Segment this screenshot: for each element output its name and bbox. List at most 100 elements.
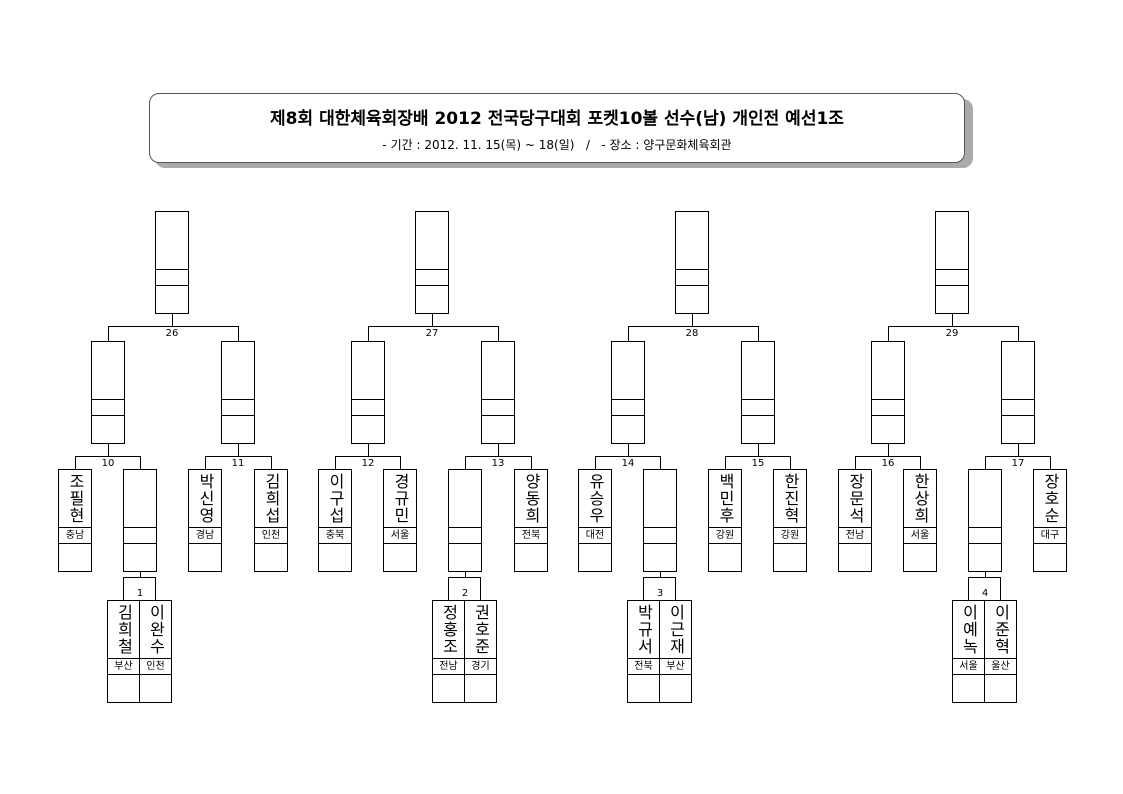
player-region: 강원 <box>780 530 800 541</box>
player-region: 전북 <box>634 661 653 672</box>
match-number: 29 <box>945 328 959 339</box>
player-name: 이완수 <box>146 604 166 655</box>
player-slot <box>627 600 660 703</box>
bracket-line <box>140 571 141 578</box>
bracket-line <box>838 543 872 544</box>
bracket-line <box>108 443 109 457</box>
bracket-line <box>514 527 548 528</box>
bracket-line <box>238 326 239 342</box>
player-region: 울산 <box>991 661 1010 672</box>
bracket-line <box>595 456 661 457</box>
bracket-line <box>480 577 481 601</box>
bracket-line <box>108 326 239 327</box>
match-number: 2 <box>461 588 469 599</box>
bracket-line <box>725 456 791 457</box>
match-number: 15 <box>751 458 765 469</box>
bracket-line <box>448 577 449 601</box>
player-region: 인천 <box>261 530 281 541</box>
player-region: 대전 <box>585 530 605 541</box>
bracket-line <box>920 456 921 470</box>
bracket-line <box>172 313 173 327</box>
bracket-line <box>643 577 644 601</box>
bracket-line <box>611 415 645 416</box>
bracket-line <box>611 399 645 400</box>
match-number: 11 <box>231 458 245 469</box>
bracket-line <box>205 456 206 470</box>
bracket-line <box>578 543 612 544</box>
bracket-line <box>871 399 905 400</box>
empty-slot <box>481 341 515 444</box>
player-slot <box>952 600 985 703</box>
player-name: 박규서 <box>634 604 654 655</box>
player-name: 권호준 <box>471 604 491 655</box>
empty-slot <box>351 341 385 444</box>
empty-slot <box>1001 341 1035 444</box>
player-slot <box>903 469 937 572</box>
empty-slot <box>415 211 449 314</box>
bracket-line <box>155 285 189 286</box>
bracket-line <box>383 527 417 528</box>
match-number: 4 <box>981 588 989 599</box>
match-number: 13 <box>491 458 505 469</box>
bracket-line <box>595 456 596 470</box>
bracket-line <box>888 326 889 342</box>
bracket-line <box>108 326 109 342</box>
page-title: 제8회 대한체육회장배 2012 전국당구대회 포켓10볼 선수(남) 개인전 … <box>270 109 844 129</box>
player-name: 한상희 <box>911 473 930 524</box>
bracket-line <box>627 674 660 675</box>
player-slot <box>514 469 548 572</box>
bracket-line <box>400 456 401 470</box>
player-name: 장호순 <box>1041 473 1060 524</box>
bracket-line <box>660 456 661 470</box>
bracket-line <box>935 285 969 286</box>
player-region: 충남 <box>65 530 85 541</box>
bracket-line <box>335 456 336 470</box>
bracket-line <box>139 674 172 675</box>
player-region: 경남 <box>195 530 215 541</box>
player-name: 이준혁 <box>991 604 1011 655</box>
bracket-line <box>514 543 548 544</box>
match-number: 17 <box>1011 458 1025 469</box>
bracket-line <box>659 674 692 675</box>
match-number: 26 <box>165 328 179 339</box>
player-name: 한진혁 <box>781 473 800 524</box>
bracket-line <box>481 415 515 416</box>
player-name: 장문석 <box>846 473 865 524</box>
bracket-line <box>271 456 272 470</box>
bracket-line <box>758 326 759 342</box>
bracket-line <box>123 577 124 601</box>
player-name: 경규민 <box>391 473 410 524</box>
match-number: 12 <box>361 458 375 469</box>
bracket-line <box>888 326 1019 327</box>
bracket-line <box>481 399 515 400</box>
player-name: 이근재 <box>666 604 686 655</box>
bracket-line <box>415 285 449 286</box>
bracket-line <box>741 415 775 416</box>
bracket-line <box>888 443 889 457</box>
bracket-line <box>1018 326 1019 342</box>
player-region: 인천 <box>146 661 165 672</box>
bracket-line <box>838 527 872 528</box>
bracket-line <box>383 543 417 544</box>
bracket-line <box>628 326 759 327</box>
player-region: 전북 <box>521 530 541 541</box>
player-name: 김희섭 <box>262 473 281 524</box>
empty-slot <box>221 341 255 444</box>
bracket-line <box>123 543 157 544</box>
bracket-line <box>254 527 288 528</box>
player-slot <box>838 469 872 572</box>
bracket-line <box>675 577 676 601</box>
match-number: 16 <box>881 458 895 469</box>
player-region: 서울 <box>910 530 930 541</box>
bracket-line <box>448 577 481 578</box>
player-name: 백민후 <box>716 473 735 524</box>
bracket-line <box>351 399 385 400</box>
bracket-line <box>643 577 676 578</box>
player-name: 이구섭 <box>326 473 345 524</box>
bracket-line <box>465 456 532 457</box>
player-slot <box>464 600 497 703</box>
empty-slot <box>675 211 709 314</box>
bracket-line <box>1018 443 1019 457</box>
bracket-line <box>188 543 222 544</box>
match-number: 1 <box>136 588 144 599</box>
